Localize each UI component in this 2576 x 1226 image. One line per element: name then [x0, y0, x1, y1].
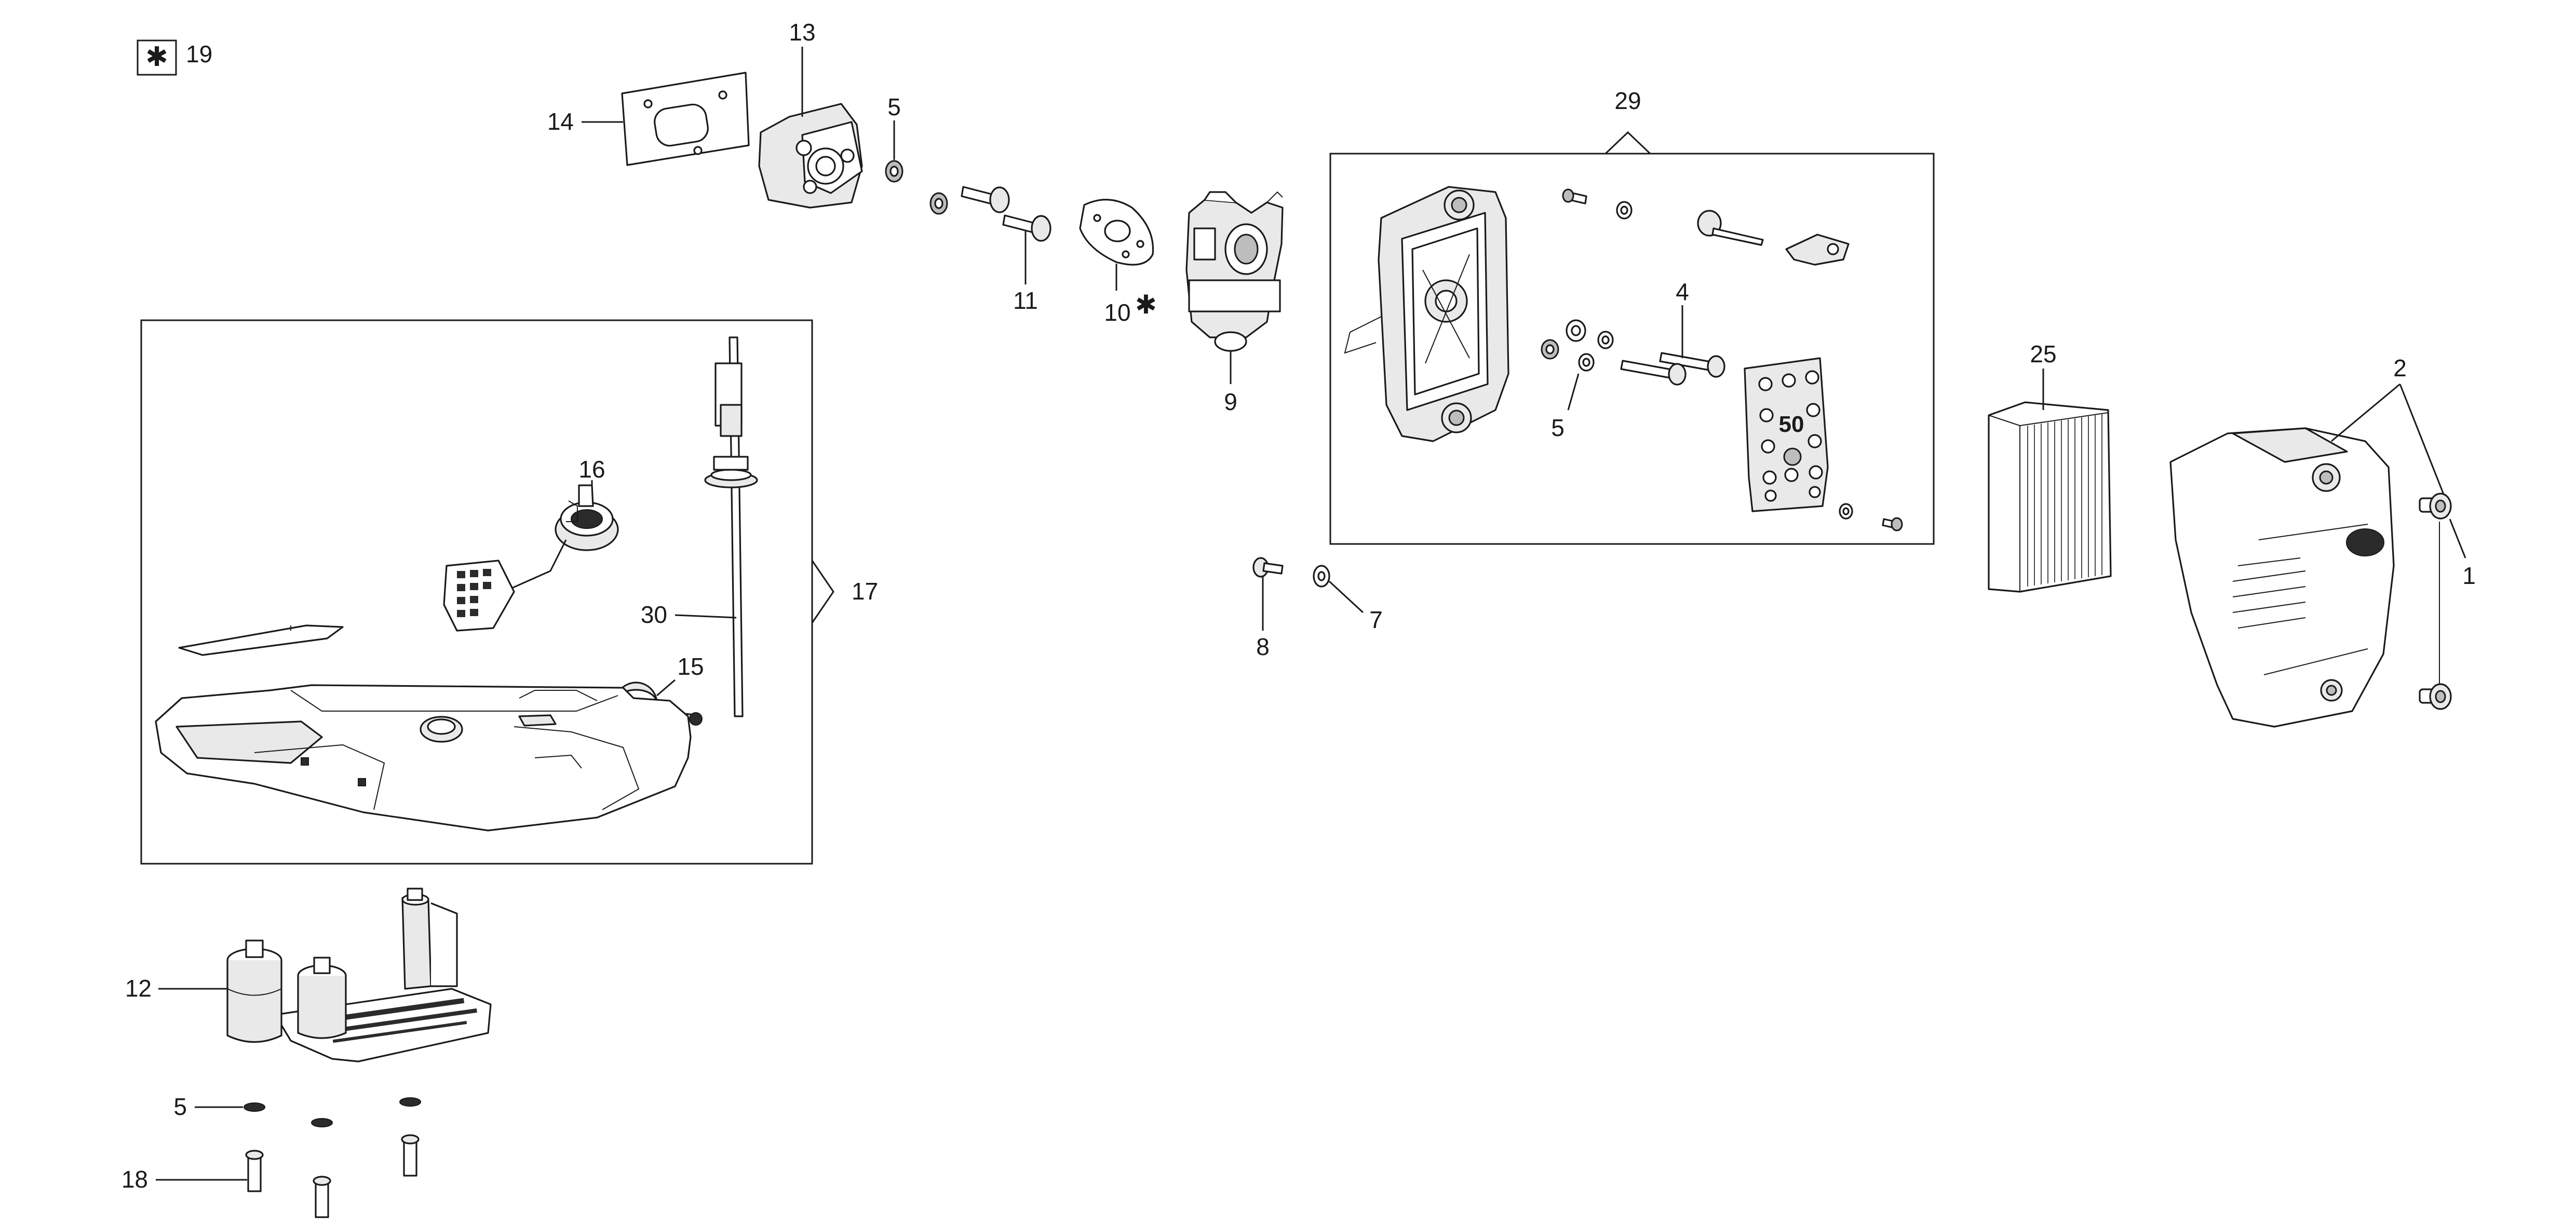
plate-marking: 50 — [1779, 412, 1804, 437]
callout-9: 9 — [1224, 388, 1237, 415]
part-25-air-filter — [1988, 369, 2112, 593]
part-16-fuel-cap — [443, 480, 619, 632]
part-8-bolt — [1252, 557, 1284, 631]
part-5-washers-bottom — [195, 1097, 421, 1127]
part-7-washer — [1313, 565, 1364, 614]
legend: ✱ 19 — [137, 39, 212, 76]
callout-29: 29 — [1614, 87, 1641, 114]
callout-25: 25 — [2030, 340, 2056, 367]
part-17-fuel-tank — [155, 684, 692, 832]
group-29-box — [1329, 131, 1935, 545]
callout-5-mid: 5 — [1551, 414, 1565, 441]
part-1-bolts — [2419, 493, 2466, 710]
part-29-adapter-plate — [1344, 186, 1509, 442]
legend-label: 19 — [186, 40, 212, 67]
callout-1: 1 — [2462, 562, 2476, 589]
asterisk-box-icon — [137, 39, 177, 76]
callout-10-star: ✱ — [1135, 290, 1157, 319]
callout-17: 17 — [852, 578, 878, 605]
callout-8: 8 — [1256, 633, 1270, 660]
callout-4: 4 — [1676, 278, 1689, 305]
callout-14: 14 — [547, 108, 574, 135]
part-10-gasket — [1079, 199, 1154, 291]
callout-2: 2 — [2393, 355, 2407, 382]
callout-7: 7 — [1369, 606, 1383, 633]
callout-10: 10 — [1104, 299, 1130, 326]
part-29-hardware — [1541, 188, 1903, 532]
part-29-reed-plate — [1744, 357, 1829, 512]
callout-5-bottom: 5 — [173, 1093, 187, 1120]
callout-18: 18 — [122, 1166, 148, 1193]
callout-12: 12 — [125, 975, 152, 1002]
callout-30: 30 — [641, 601, 667, 628]
legend-symbol: ✱ — [145, 42, 168, 72]
group-17-box — [140, 319, 834, 865]
callout-13: 13 — [789, 19, 815, 46]
part-5-washers-top — [885, 120, 948, 215]
part-12-mount-bracket — [158, 888, 492, 1062]
part-17-filter-sheet — [178, 624, 344, 656]
part-30-fuel-line — [675, 336, 758, 717]
part-18-bolts — [156, 1134, 420, 1218]
callout-16: 16 — [578, 456, 605, 483]
part-11-screws — [961, 186, 1051, 284]
part-14-gasket — [582, 72, 750, 166]
callout-15: 15 — [677, 653, 704, 680]
callout-11: 11 — [1013, 287, 1038, 314]
callout-5-top: 5 — [887, 93, 901, 120]
part-13-manifold — [758, 47, 863, 209]
part-2-filter-cover — [2169, 383, 2449, 728]
part-9-carburetor — [1185, 191, 1284, 384]
